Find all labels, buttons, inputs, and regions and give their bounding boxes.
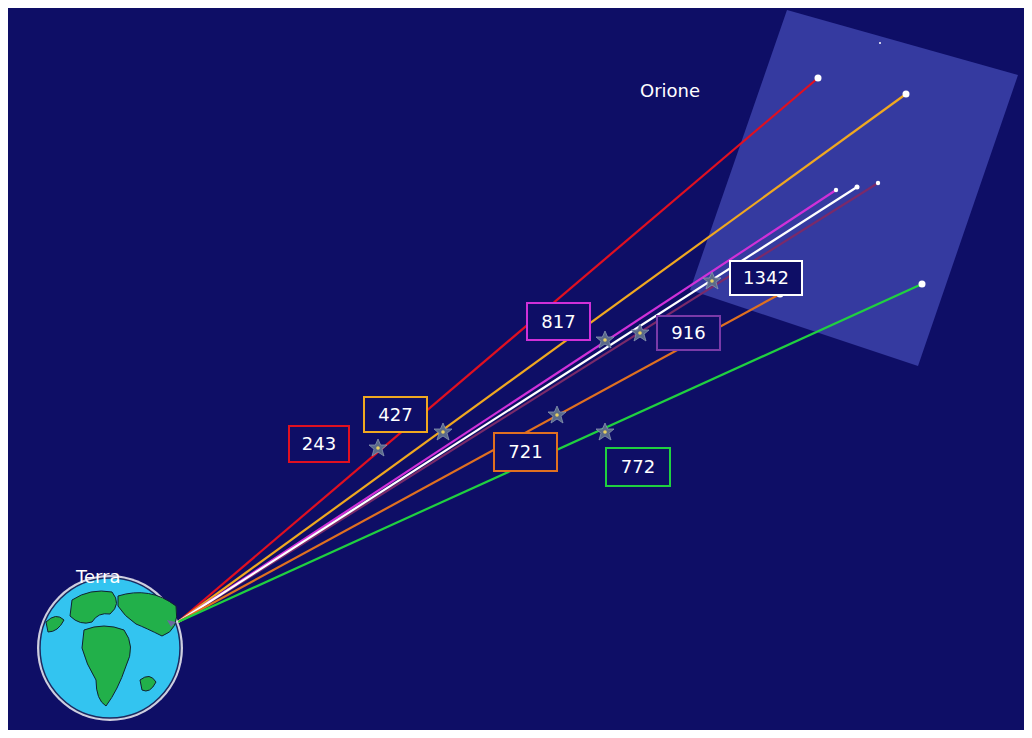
- sight-lines: [178, 78, 922, 622]
- distance-box: 243: [288, 425, 350, 463]
- distance-number: 243: [302, 433, 336, 454]
- constellation-name: Orione: [640, 80, 700, 102]
- earth-globe: [37, 575, 183, 721]
- distance-number: 772: [621, 456, 655, 477]
- distance-box: 427: [363, 396, 428, 433]
- distance-box: 1342: [729, 260, 803, 296]
- distance-number: 916: [671, 322, 705, 343]
- distance-number: 721: [508, 441, 542, 462]
- distance-number: 1342: [743, 267, 789, 288]
- planet-name: Terra: [76, 566, 121, 588]
- distance-box: 916: [656, 315, 721, 351]
- distance-box: 772: [605, 447, 671, 487]
- night-sky: [8, 8, 1024, 730]
- distance-number: 817: [541, 311, 575, 332]
- distance-box: 721: [493, 432, 558, 472]
- distance-number: 427: [378, 404, 412, 425]
- distance-box: 817: [526, 302, 591, 341]
